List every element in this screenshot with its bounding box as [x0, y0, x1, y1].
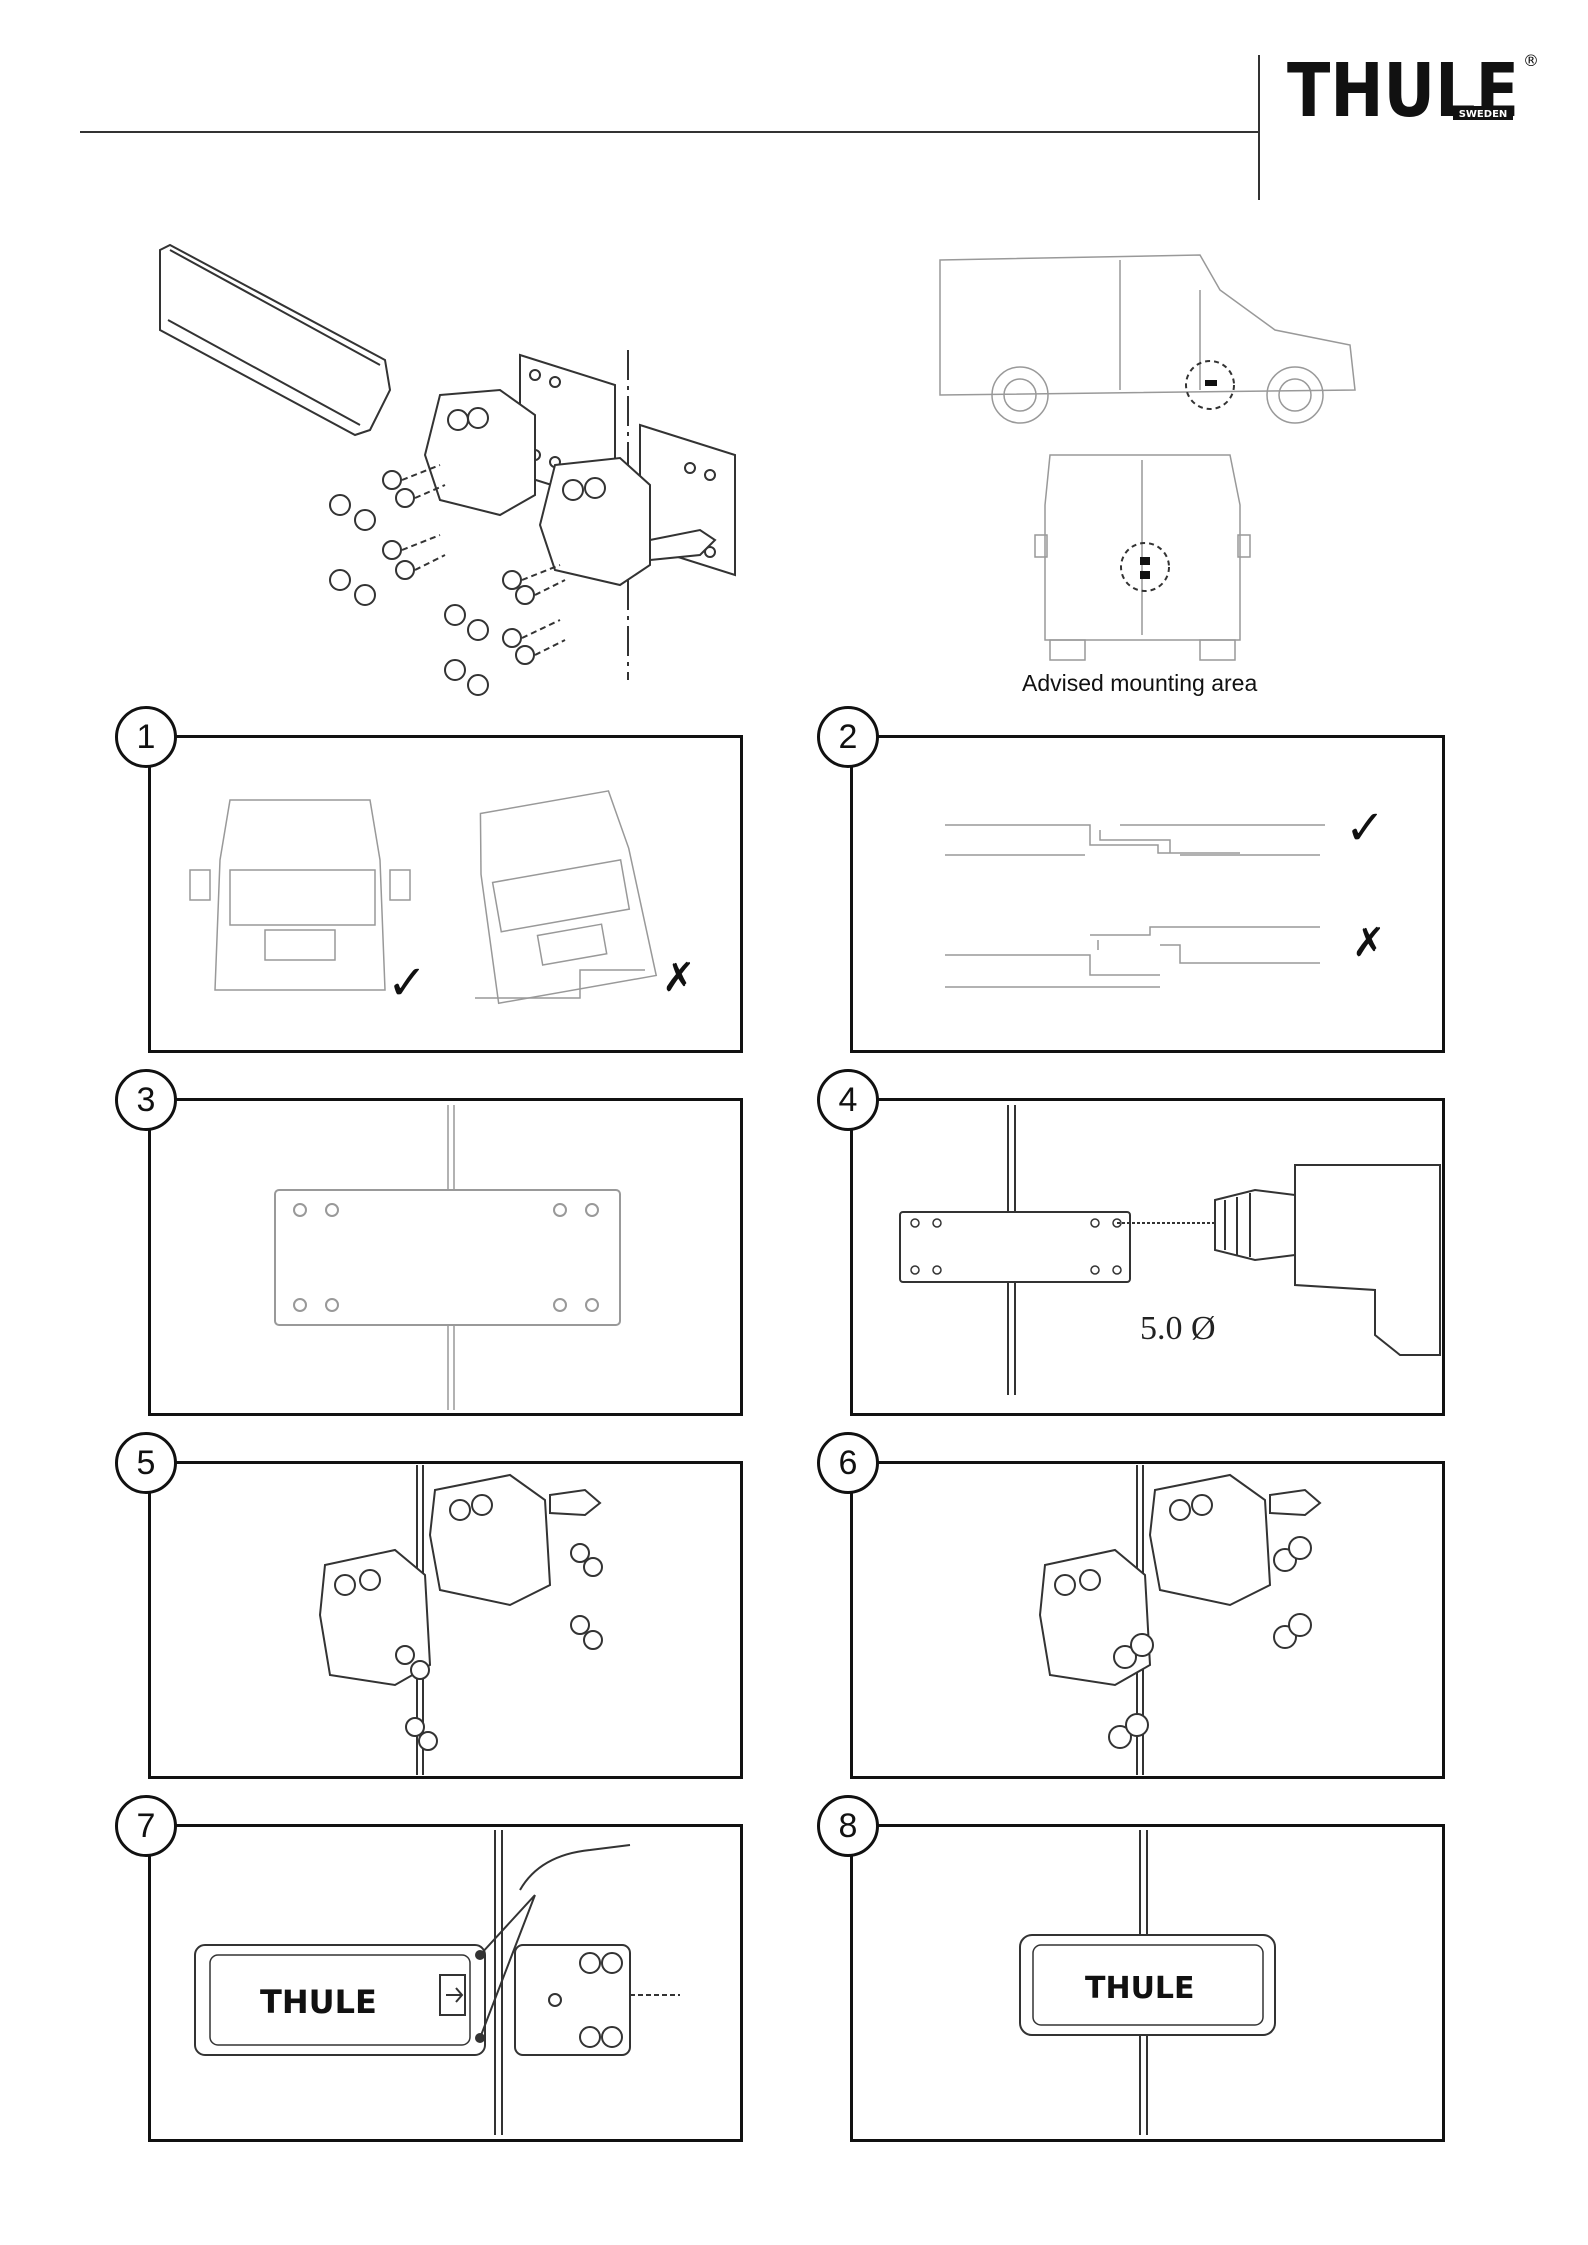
step-8-illustration: THULE: [1015, 1830, 1285, 2135]
step-1-check-mark: ✓: [387, 955, 427, 1011]
registered-mark: ®: [1523, 51, 1539, 70]
step-1-illustration: [185, 790, 715, 1010]
header-rule: [80, 131, 1258, 133]
van-side-view: [930, 240, 1370, 430]
step-1-cross-mark: ✗: [662, 955, 696, 1001]
header-divider: [1258, 55, 1260, 200]
step-8-number: 8: [817, 1795, 879, 1857]
step-3-illustration: [270, 1105, 630, 1410]
step-2-cross-mark: ✗: [1352, 920, 1386, 966]
thule-logo: THULE SWEDEN ®: [1285, 48, 1545, 128]
step-7-number: 7: [115, 1795, 177, 1857]
van-rear-view: [1030, 445, 1260, 665]
step-6-number: 6: [817, 1432, 879, 1494]
step-7-logo: THULE: [260, 1983, 377, 2021]
step-5-number: 5: [115, 1432, 177, 1494]
step-4-number: 4: [817, 1069, 879, 1131]
step-2-check-mark: ✓: [1345, 800, 1385, 856]
step-3-number: 3: [115, 1069, 177, 1131]
step-6-illustration: [1030, 1465, 1360, 1775]
step-1-number: 1: [115, 706, 177, 768]
step-2-illustration: [940, 815, 1340, 1005]
step-5-illustration: [310, 1465, 640, 1775]
step-2-number: 2: [817, 706, 879, 768]
step-4-illustration: [895, 1105, 1440, 1410]
step-8-logo: THULE: [1085, 1971, 1195, 2006]
mounting-area-caption: Advised mounting area: [1022, 670, 1257, 697]
logo-wordmark: THULE: [1287, 48, 1519, 134]
drill-diameter-label: 5.0 Ø: [1140, 1310, 1216, 1348]
logo-sub: SWEDEN: [1459, 109, 1508, 120]
exploded-lock-diagram: [140, 240, 760, 710]
step-7-illustration: THULE: [190, 1830, 700, 2135]
